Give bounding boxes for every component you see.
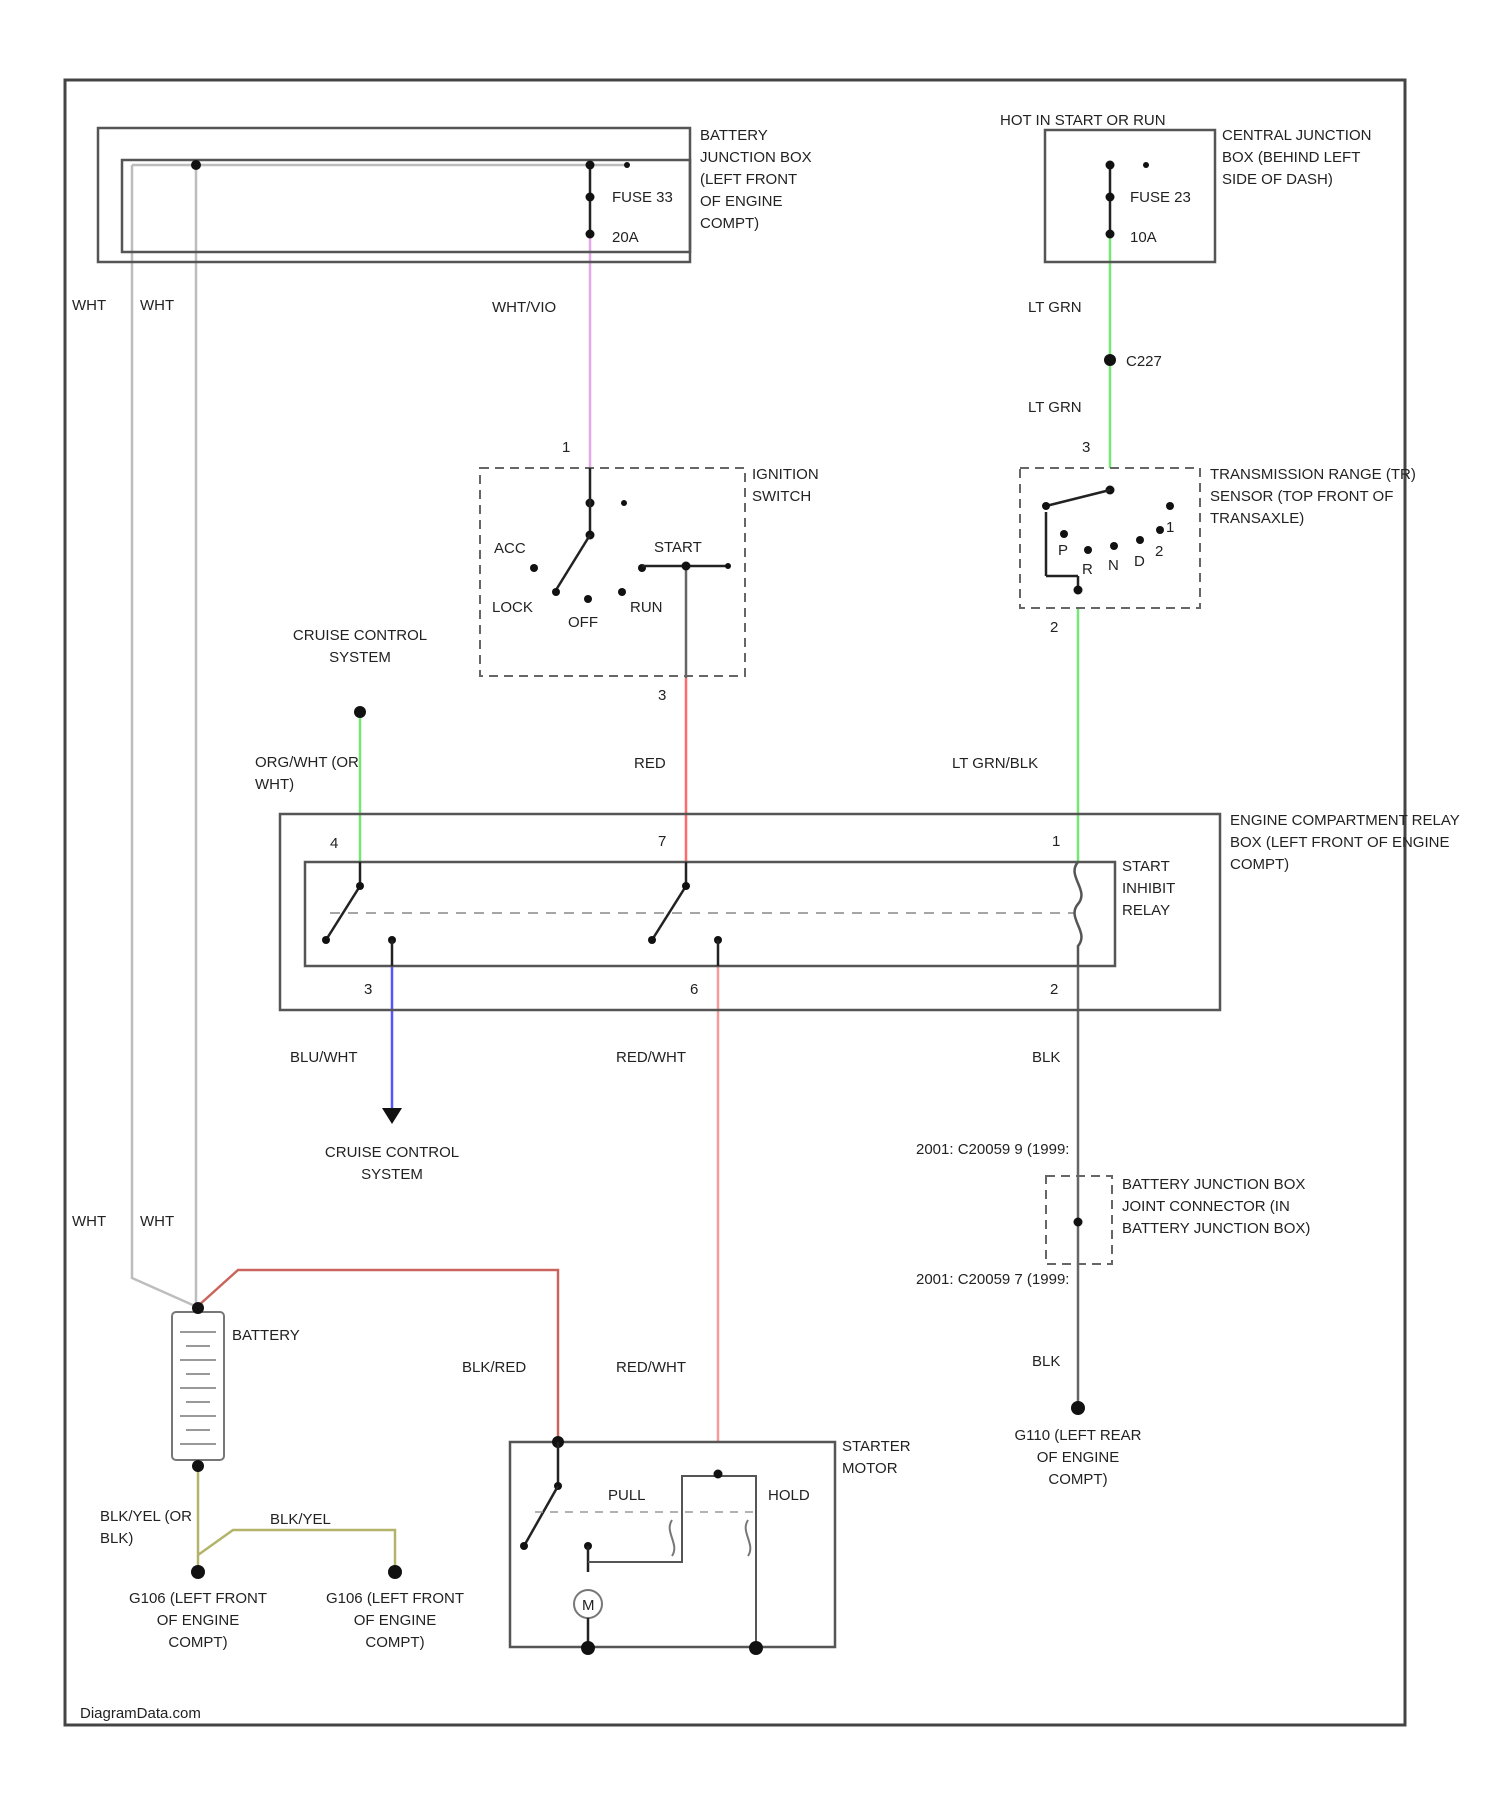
tr-sensor-label: TRANSMISSION RANGE (TR) SENSOR (TOP FRON…: [1210, 464, 1450, 530]
tr-gear-n: N: [1108, 557, 1119, 574]
wire-label-wht-vio: WHT/VIO: [492, 299, 556, 316]
relay-pin-6: 6: [690, 981, 698, 998]
tr-gear-d: D: [1134, 553, 1145, 570]
battery: BATTERY: [172, 1302, 300, 1472]
start-inhibit-relay-label: START INHIBIT RELAY: [1122, 856, 1222, 922]
bjb-fuse-rating: 20A: [612, 229, 639, 246]
ign-pin-out: 3: [658, 687, 666, 704]
wire-label-wht-left-low: WHT: [72, 1213, 106, 1230]
cruise-control-bottom-label: CRUISE CONTROL SYSTEM: [322, 1142, 462, 1186]
wire-label-red: RED: [634, 755, 666, 772]
cjb-header: HOT IN START OR RUN: [1000, 112, 1166, 129]
wire-label-wht-right: WHT: [140, 297, 174, 314]
relay-pin-7: 7: [658, 833, 666, 850]
ign-pin-in: 1: [562, 439, 570, 456]
tr-gear-r: R: [1082, 561, 1093, 578]
ground-g106-b-terminal: [388, 1565, 402, 1579]
cruise-control-bottom-arrow: [382, 1108, 402, 1124]
tr-pin-in: 3: [1082, 439, 1090, 456]
wires: [132, 165, 1110, 1566]
starter-pull-label: PULL: [608, 1487, 646, 1504]
wire-label-org-wht: ORG/WHT (OR WHT): [255, 752, 365, 796]
relay-pin-1: 1: [1052, 833, 1060, 850]
ign-pos-off: OFF: [568, 614, 598, 631]
central-junction-box: HOT IN START OR RUN FUSE 23 10A CENTRAL …: [1000, 112, 1382, 265]
wire-label-lt-grn-blk: LT GRN/BLK: [952, 755, 1038, 772]
wire-label-blk-yel-1: BLK/YEL (OR BLK): [100, 1506, 195, 1550]
starter-motor-m: M: [582, 1597, 595, 1614]
bjb-fuse-label: FUSE 33: [612, 189, 673, 206]
cjb-label: CENTRAL JUNCTION BOX (BEHIND LEFT SIDE O…: [1222, 125, 1382, 191]
wire-label-red-wht-2: RED/WHT: [616, 1359, 686, 1376]
battery-label: BATTERY: [232, 1327, 300, 1344]
relay-box: 4 7 1 3 6 2 START INHIBIT RELAY ENGINE C…: [280, 810, 1470, 1010]
starter-motor: M PULL HOLD STARTER MOTOR: [510, 1436, 962, 1655]
bjb-joint-label: BATTERY JUNCTION BOX JOINT CONNECTOR (IN…: [1122, 1174, 1322, 1240]
wire-label-red-wht-1: RED/WHT: [616, 1049, 686, 1066]
wire-label-lt-grn-2: LT GRN: [1028, 399, 1082, 416]
cjb-fuse-label: FUSE 23: [1130, 189, 1191, 206]
wire-label-blk-yel-2: BLK/YEL: [270, 1511, 331, 1528]
bjb-joint-connector: 2001: C20059 9 (1999: 2001: C20059 7 (19…: [916, 1141, 1322, 1324]
ign-pos-lock: LOCK: [492, 599, 533, 616]
wire-wht-left: [132, 165, 195, 1306]
watermark: DiagramData.com: [80, 1705, 201, 1722]
wire-label-blk-red: BLK/RED: [462, 1359, 526, 1376]
ignition-switch: ACC LOCK OFF RUN START 1 3 IGNITION SWIT…: [480, 439, 872, 704]
tr-gear-1: 1: [1166, 519, 1174, 536]
wire-label-blk-2: BLK: [1032, 1353, 1060, 1370]
wire-label-wht-right-low: WHT: [140, 1213, 174, 1230]
bjb-joint-upper: 2001: C20059 9 (1999:: [916, 1141, 1069, 1158]
wire-label-blk-1: BLK: [1032, 1049, 1060, 1066]
wire-label-wht-left: WHT: [72, 297, 106, 314]
ign-pos-run: RUN: [630, 599, 663, 616]
battery-junction-box: FUSE 33 20A BATTERY JUNCTION BOX (LEFT F…: [98, 125, 820, 265]
splice-c227: [1104, 354, 1116, 366]
tr-sensor: P R N D 2 1 3 2 TRANSMISSION RANGE (TR) …: [1020, 439, 1450, 636]
tr-gear-2: 2: [1155, 543, 1163, 560]
ign-pos-start: START: [654, 539, 702, 556]
splice-c227-label: C227: [1126, 353, 1162, 370]
ground-g110-terminal: [1071, 1401, 1085, 1415]
ground-g106-b-label: G106 (LEFT FRONT OF ENGINE COMPT): [325, 1588, 465, 1654]
relay-box-label: ENGINE COMPARTMENT RELAY BOX (LEFT FRONT…: [1230, 810, 1470, 876]
tr-pin-out: 2: [1050, 619, 1058, 636]
ign-pos-acc: ACC: [494, 540, 526, 557]
bjb-label: BATTERY JUNCTION BOX (LEFT FRONT OF ENGI…: [700, 125, 820, 235]
bjb-joint-lower: 2001: C20059 7 (1999:: [916, 1271, 1069, 1288]
ignition-switch-label: IGNITION SWITCH: [752, 464, 872, 508]
wire-blk-red: [198, 1270, 558, 1442]
ground-g106-a-terminal: [191, 1565, 205, 1579]
cjb-fuse-rating: 10A: [1130, 229, 1157, 246]
ground-g106-a-label: G106 (LEFT FRONT OF ENGINE COMPT): [128, 1588, 268, 1654]
relay-pin-4: 4: [330, 835, 338, 852]
relay-pin-2: 2: [1050, 981, 1058, 998]
wire-label-blu-wht: BLU/WHT: [290, 1049, 358, 1066]
cruise-control-top-terminal: [354, 706, 366, 718]
cruise-control-top-label: CRUISE CONTROL SYSTEM: [290, 625, 430, 669]
relay-pin-3: 3: [364, 981, 372, 998]
wire-label-lt-grn-1: LT GRN: [1028, 299, 1082, 316]
ground-g110-label: G110 (LEFT REAR OF ENGINE COMPT): [1008, 1425, 1148, 1491]
tr-gear-p: P: [1058, 542, 1068, 559]
starter-hold-label: HOLD: [768, 1487, 810, 1504]
starter-motor-label: STARTER MOTOR: [842, 1436, 962, 1480]
